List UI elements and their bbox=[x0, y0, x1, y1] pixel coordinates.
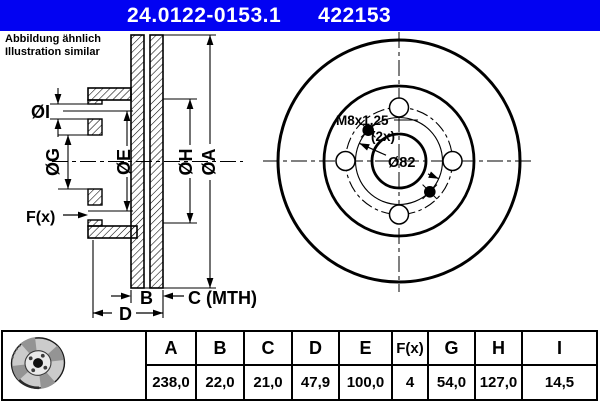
product-image-cell bbox=[1, 330, 147, 401]
col-header-i: I bbox=[521, 330, 598, 366]
value-f: 4 bbox=[391, 364, 429, 401]
value-a: 238,0 bbox=[145, 364, 197, 401]
dim-label-g: ØG bbox=[43, 148, 63, 176]
col-header-f: F(x) bbox=[391, 330, 429, 366]
dimension-table: A B C D E F(x) G H I 238,0 22,0 21,0 47,… bbox=[1, 330, 598, 401]
disc-plate-outer bbox=[149, 34, 164, 289]
hat-face-seg4 bbox=[87, 219, 103, 227]
col-header-h: H bbox=[474, 330, 523, 366]
value-b: 22,0 bbox=[195, 364, 245, 401]
dim-label-a: ØA bbox=[199, 148, 219, 175]
wheel-bolt-hole-left bbox=[335, 150, 356, 172]
center-bore-circle bbox=[370, 132, 428, 190]
similarity-note: Abbildung ähnlich Illustration similar bbox=[5, 33, 101, 59]
part-number: 24.0122-0153.1 bbox=[127, 3, 282, 27]
hat-flange-bottom bbox=[87, 225, 138, 239]
col-header-c: C bbox=[243, 330, 293, 366]
col-header-e: E bbox=[338, 330, 393, 366]
dim-label-e: ØE bbox=[114, 149, 134, 175]
thread-count-label: (2x) bbox=[371, 129, 395, 144]
value-e: 100,0 bbox=[338, 364, 393, 401]
note-line-en: Illustration similar bbox=[5, 46, 100, 58]
wheel-bolt-hole-right bbox=[442, 150, 463, 172]
value-i: 14,5 bbox=[521, 364, 598, 401]
front-view: Ø82 M8x1,25 (2x) bbox=[263, 32, 535, 292]
pitch-diameter-label: Ø82 bbox=[388, 155, 415, 171]
setscrew-hole-lower-right bbox=[422, 184, 438, 200]
dim-label-f: F(x) bbox=[26, 209, 55, 226]
value-g: 54,0 bbox=[427, 364, 476, 401]
section-view: ØI ØG ØE ØH bbox=[26, 34, 257, 324]
dim-label-h: ØH bbox=[176, 149, 196, 176]
dim-label-d: D bbox=[119, 304, 132, 324]
hat-face-seg2 bbox=[87, 118, 103, 136]
dim-label-c: C (MTH) bbox=[188, 288, 257, 308]
brake-disc-thumbnail bbox=[10, 337, 66, 390]
value-c: 21,0 bbox=[243, 364, 293, 401]
table-value-row: 238,0 22,0 21,0 47,9 100,0 4 54,0 127,0 … bbox=[2, 364, 598, 401]
value-h: 127,0 bbox=[474, 364, 523, 401]
dim-label-i: ØI bbox=[31, 102, 50, 122]
disc-face-sectors bbox=[11, 337, 64, 389]
disc-center-bore bbox=[33, 358, 43, 368]
header-bar: 24.0122-0153.1 422153 bbox=[0, 0, 600, 31]
wheel-bolt-hole-bottom bbox=[388, 204, 410, 225]
reference-number: 422153 bbox=[318, 3, 392, 27]
col-header-a: A bbox=[145, 330, 197, 366]
dim-label-b: B bbox=[140, 288, 153, 308]
col-header-b: B bbox=[195, 330, 245, 366]
disc-vent-slots bbox=[11, 343, 22, 359]
thread-label: M8x1,25 bbox=[336, 113, 389, 128]
table-header-row: A B C D E F(x) G H I bbox=[1, 330, 598, 401]
hat-face-seg1 bbox=[87, 99, 103, 105]
friction-inner-circle bbox=[322, 84, 476, 238]
hat-face-seg3 bbox=[87, 188, 103, 206]
value-d: 47,9 bbox=[291, 364, 340, 401]
note-line-de: Abbildung ähnlich bbox=[5, 33, 101, 45]
setscrew-hole-upper-left bbox=[360, 122, 376, 138]
wheel-bolt-hole-top bbox=[388, 97, 410, 118]
outer-diameter-circle bbox=[276, 38, 522, 284]
technical-drawing: ØI ØG ØE ØH bbox=[26, 32, 535, 324]
col-header-g: G bbox=[427, 330, 476, 366]
col-header-d: D bbox=[291, 330, 340, 366]
hat-flange-top bbox=[87, 87, 132, 101]
